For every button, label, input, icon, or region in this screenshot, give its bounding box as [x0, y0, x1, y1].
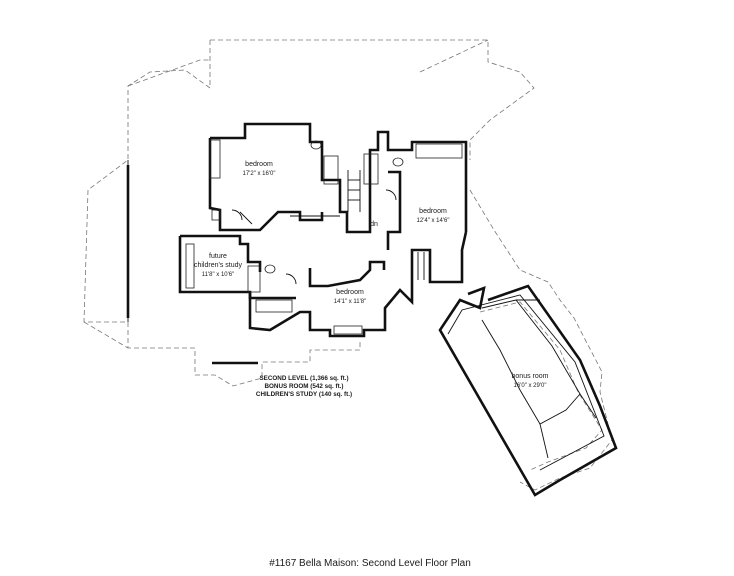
- area-childrens-study: CHILDREN'S STUDY (140 sq. ft.): [256, 391, 352, 398]
- room-name: bedroom: [336, 289, 364, 296]
- room-label-study: future children's study 11'8" x 10'6": [194, 253, 243, 278]
- stair-label: dn: [370, 221, 378, 228]
- roof-outline: [83, 39, 613, 491]
- room-name: bedroom: [245, 161, 273, 168]
- room-dimensions: 11'8" x 10'6": [202, 272, 234, 278]
- bonus-room-walls: [438, 284, 618, 497]
- room-dimensions: 17'2" x 16'0": [243, 171, 276, 177]
- room-label-bedroom-nw: bedroom 17'2" x 16'0": [243, 161, 276, 177]
- room-name-line2: children's study: [194, 262, 243, 269]
- area-bonus-room: BONUS ROOM (542 sq. ft.): [264, 383, 343, 390]
- room-dimensions: 16'0" x 29'0": [514, 383, 547, 389]
- room-dimensions: 12'4" x 14'6": [417, 218, 450, 224]
- room-name: bonus room: [512, 373, 549, 380]
- room-label-bedroom-e: bedroom 12'4" x 14'6": [417, 208, 450, 224]
- room-name: bedroom: [419, 208, 447, 215]
- room-dimensions: 14'1" x 11'8": [334, 299, 366, 305]
- area-second-level: SECOND LEVEL (1,366 sq. ft.): [259, 375, 348, 382]
- area-summary: SECOND LEVEL (1,366 sq. ft.) BONUS ROOM …: [256, 375, 352, 398]
- interior-details: [126, 139, 463, 365]
- room-label-bedroom-s: bedroom 14'1" x 11'8": [334, 289, 366, 305]
- plan-caption: #1167 Bella Maison: Second Level Floor P…: [269, 558, 471, 569]
- second-level-walls: [178, 122, 468, 338]
- room-name-line1: future: [209, 253, 227, 260]
- room-label-bonus: bonus room 16'0" x 29'0": [512, 373, 549, 389]
